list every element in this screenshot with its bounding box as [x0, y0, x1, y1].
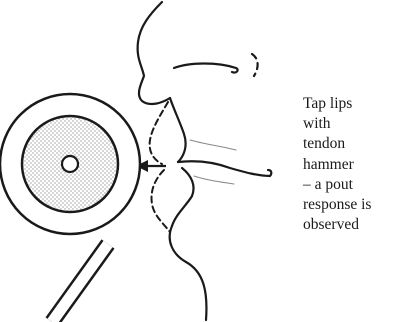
- caption-line: response is: [303, 195, 399, 215]
- cheek-hint: [252, 54, 258, 76]
- caption-line: tendon: [303, 134, 399, 154]
- mouth-line: [178, 161, 271, 176]
- caption-text: Tap lips with tendon hammer – a pout res…: [303, 94, 399, 235]
- caption-line: hammer: [303, 155, 399, 175]
- hammer-center: [62, 156, 78, 172]
- caption-line: with: [303, 114, 399, 134]
- caption-line: – a pout: [303, 175, 399, 195]
- lower-lip-outline: [172, 168, 194, 226]
- upper-lip-outline: [170, 98, 186, 162]
- reflex-hammer-icon: [0, 94, 140, 322]
- caption-line: Tap lips: [303, 94, 399, 114]
- nostril-outline: [174, 64, 238, 73]
- nose-outline: [138, 2, 170, 104]
- caption-line: observed: [303, 215, 399, 235]
- chin-outline: [170, 226, 207, 320]
